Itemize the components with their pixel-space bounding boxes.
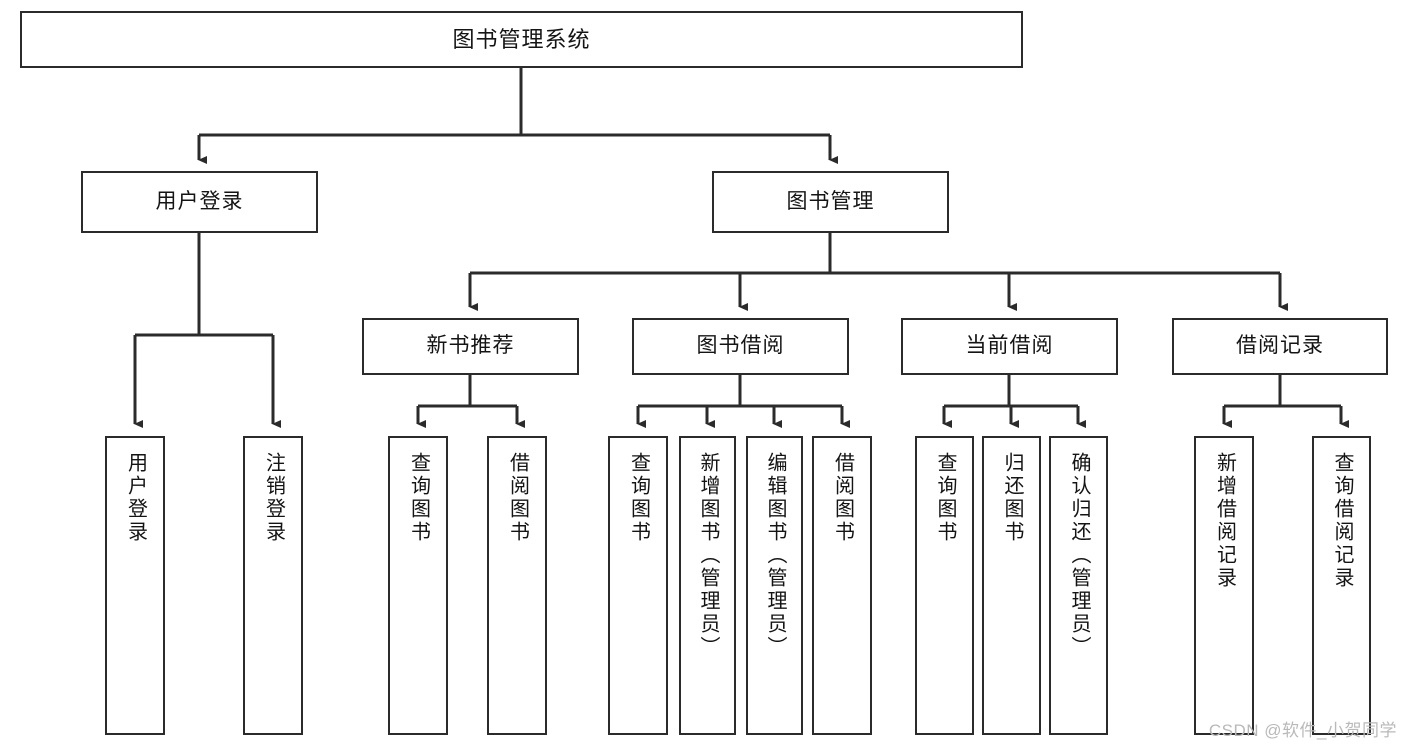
node-borrow-record-label: 借阅记录 — [1236, 334, 1324, 358]
node-current-borrow[interactable]: 当前借阅 — [901, 318, 1118, 375]
node-leaf-query-book-2-label: 查询图书 — [627, 452, 650, 544]
node-leaf-confirm-return[interactable]: 确认归还（管理员） — [1049, 436, 1108, 735]
node-leaf-user-logout-label: 注销登录 — [262, 452, 285, 544]
node-leaf-query-record[interactable]: 查询借阅记录 — [1312, 436, 1371, 735]
node-leaf-user-login-label: 用户登录 — [124, 452, 147, 544]
node-leaf-user-login[interactable]: 用户登录 — [105, 436, 165, 735]
node-new-book-recommend-label: 新书推荐 — [426, 334, 515, 358]
node-leaf-query-book-3-label: 查询图书 — [934, 452, 956, 544]
node-leaf-add-record-label: 新增借阅记录 — [1213, 452, 1236, 590]
node-leaf-add-book[interactable]: 新增图书（管理员） — [679, 436, 736, 735]
node-book-borrow-label: 图书借阅 — [696, 334, 785, 358]
node-leaf-borrow-book-2-label: 借阅图书 — [831, 452, 854, 544]
node-new-book-recommend[interactable]: 新书推荐 — [362, 318, 579, 375]
node-user-login[interactable]: 用户登录 — [81, 171, 318, 233]
node-leaf-query-book-3[interactable]: 查询图书 — [915, 436, 974, 735]
node-leaf-borrow-book-1[interactable]: 借阅图书 — [487, 436, 547, 735]
node-book-borrow[interactable]: 图书借阅 — [632, 318, 849, 375]
node-leaf-add-record[interactable]: 新增借阅记录 — [1194, 436, 1254, 735]
node-user-login-label: 用户登录 — [155, 189, 244, 213]
node-book-manage-label: 图书管理 — [786, 189, 875, 213]
node-leaf-query-book-1-label: 查询图书 — [407, 452, 430, 544]
node-leaf-borrow-book-1-label: 借阅图书 — [506, 452, 529, 544]
node-leaf-user-logout[interactable]: 注销登录 — [243, 436, 303, 735]
watermark-text: CSDN @软件_小贺同学 — [1208, 721, 1397, 740]
node-leaf-edit-book-label: 编辑图书（管理员） — [764, 452, 786, 659]
node-leaf-return-book-label: 归还图书 — [1001, 452, 1023, 544]
node-leaf-borrow-book-2[interactable]: 借阅图书 — [812, 436, 872, 735]
node-borrow-record[interactable]: 借阅记录 — [1172, 318, 1388, 375]
node-leaf-query-book-1[interactable]: 查询图书 — [388, 436, 448, 735]
node-current-borrow-label: 当前借阅 — [965, 334, 1054, 358]
node-leaf-edit-book[interactable]: 编辑图书（管理员） — [746, 436, 803, 735]
node-root-label: 图书管理系统 — [452, 26, 591, 52]
node-root[interactable]: 图书管理系统 — [20, 11, 1023, 68]
node-book-manage[interactable]: 图书管理 — [712, 171, 949, 233]
node-leaf-query-book-2[interactable]: 查询图书 — [608, 436, 668, 735]
node-leaf-confirm-return-label: 确认归还（管理员） — [1068, 452, 1090, 659]
node-leaf-return-book[interactable]: 归还图书 — [982, 436, 1041, 735]
node-leaf-query-record-label: 查询借阅记录 — [1331, 452, 1353, 590]
node-leaf-add-book-label: 新增图书（管理员） — [697, 452, 719, 659]
